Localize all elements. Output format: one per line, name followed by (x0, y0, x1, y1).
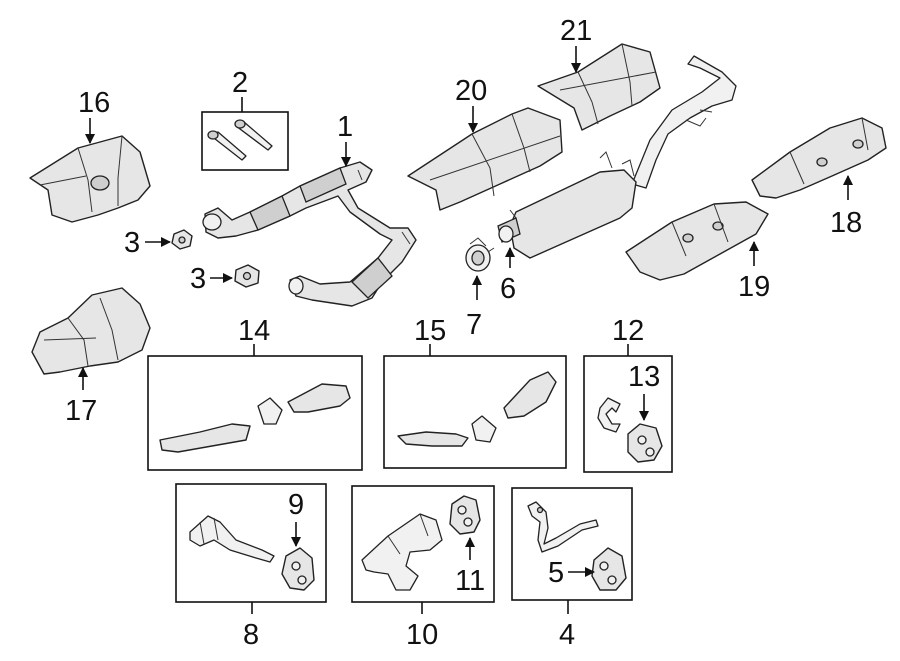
callout-label-12: 12 (612, 315, 644, 347)
heat-shield-21 (537, 43, 661, 131)
callout-4: 4 (559, 600, 575, 651)
nut-3b (234, 264, 260, 288)
box-15 (383, 355, 567, 469)
heat-shield-20 (407, 107, 563, 211)
converter-pipe-1 (202, 161, 417, 307)
callout-2: 2 (232, 67, 248, 112)
isolator-13 (627, 423, 663, 463)
callout-label-13: 13 (628, 361, 660, 393)
callout-17: 17 (65, 367, 97, 427)
u-bolt-12 (597, 397, 621, 433)
callout-label-20: 20 (455, 75, 487, 107)
callout-21: 21 (560, 15, 592, 73)
box-14 (147, 355, 363, 471)
callout-18: 18 (830, 175, 862, 239)
hanger-4 (527, 501, 599, 553)
hanger-10 (361, 513, 443, 591)
box-4 (511, 487, 633, 601)
bolts-2 (207, 119, 273, 161)
box-10 (351, 485, 495, 603)
callout-20: 20 (455, 75, 487, 133)
callout-label-6: 6 (500, 273, 516, 305)
callout-label-3a: 3 (124, 227, 140, 259)
callout-label-2: 2 (232, 67, 248, 99)
callout-12: 12 (612, 315, 644, 356)
callout-label-11: 11 (455, 565, 485, 597)
bolts-box-2 (201, 111, 289, 171)
callout-3a: 3 (124, 227, 171, 259)
callout-label-18: 18 (830, 207, 862, 239)
box-8 (175, 483, 327, 603)
callout-15: 15 (414, 315, 446, 356)
callout-19: 19 (738, 241, 770, 303)
callout-16: 16 (78, 87, 110, 144)
heat-shield-17 (31, 287, 151, 375)
callout-9: 9 (288, 489, 304, 547)
bracket-8 (189, 515, 275, 563)
callout-11: 11 (455, 537, 485, 597)
callout-label-1: 1 (337, 111, 353, 143)
callout-6: 6 (500, 247, 516, 305)
callout-label-9: 9 (288, 489, 304, 521)
muffler-tailpipe-6 (497, 55, 737, 259)
callout-8: 8 (243, 602, 259, 651)
callout-3b: 3 (190, 263, 233, 295)
callout-label-7: 7 (466, 309, 482, 341)
heat-shield-19 (625, 201, 769, 281)
callout-label-10: 10 (406, 619, 438, 651)
callout-label-14: 14 (238, 315, 270, 347)
callout-7: 7 (466, 275, 482, 341)
clamp-7 (465, 237, 495, 272)
box-12 (583, 355, 673, 473)
callout-label-19: 19 (738, 271, 770, 303)
isolator-11 (449, 495, 481, 535)
heat-shield-16 (29, 135, 151, 223)
callout-label-4: 4 (559, 619, 575, 651)
heat-shield-18 (751, 117, 887, 199)
callout-label-17: 17 (65, 395, 97, 427)
callout-1: 1 (337, 111, 353, 167)
isolator-9 (281, 547, 315, 591)
box-15-parts (397, 371, 557, 447)
callout-label-21: 21 (560, 15, 592, 47)
callout-5: 5 (548, 557, 595, 589)
box-14-parts (159, 383, 351, 453)
callout-label-3b: 3 (190, 263, 206, 295)
callout-14: 14 (238, 315, 270, 356)
callout-label-16: 16 (78, 87, 110, 119)
nut-3a (171, 229, 193, 250)
callout-label-5: 5 (548, 557, 564, 589)
callout-10: 10 (406, 602, 438, 651)
callout-label-15: 15 (414, 315, 446, 347)
isolator-5 (591, 547, 627, 591)
callout-label-8: 8 (243, 619, 259, 651)
callout-13: 13 (628, 361, 660, 421)
